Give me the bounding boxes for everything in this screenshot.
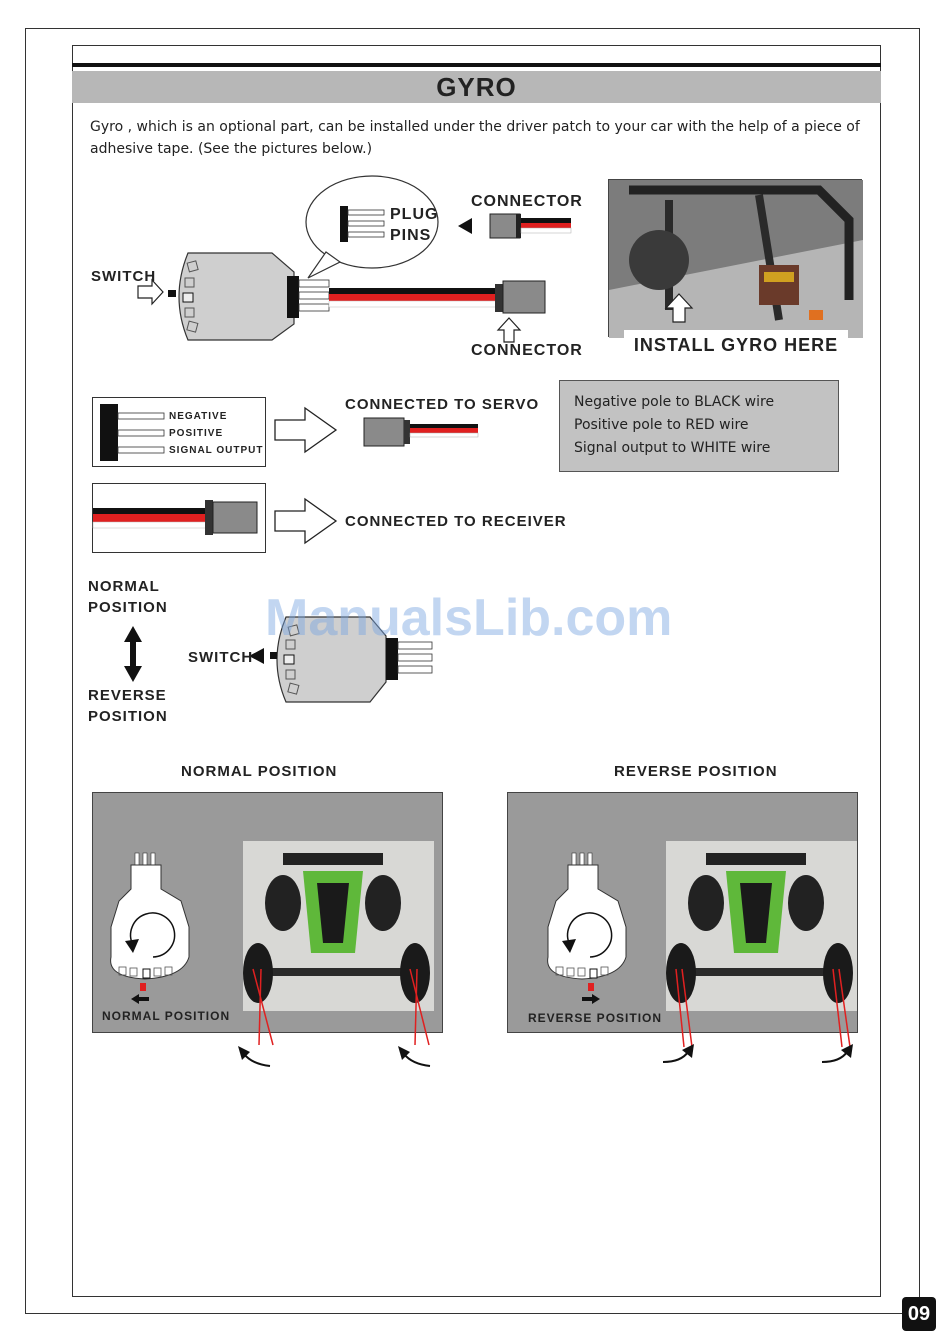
servo-arrow bbox=[274, 406, 338, 454]
wire-info-box: Negative pole to BLACK wire Positive pol… bbox=[559, 380, 839, 472]
receiver-arrow bbox=[274, 497, 338, 545]
reverse-left-curve-arrow bbox=[662, 1051, 689, 1063]
connector-label-bottom: CONNECTOR bbox=[471, 342, 583, 359]
info-line-negative: Negative pole to BLACK wire bbox=[574, 394, 775, 410]
reverse-position-caption: REVERSE POSITION bbox=[528, 1011, 663, 1025]
page-outer-frame bbox=[25, 28, 920, 1314]
install-gyro-label: INSTALL GYRO HERE bbox=[633, 334, 839, 355]
normal-position-heading: NORMAL POSITION bbox=[181, 763, 338, 780]
normal-position-label-1: NORMAL bbox=[88, 578, 160, 595]
page-number: 09 bbox=[902, 1297, 936, 1331]
pin-negative-label: NEGATIVE bbox=[169, 411, 228, 422]
switch-arrow bbox=[137, 278, 164, 306]
pin-signal-label: SIGNAL OUTPUT bbox=[169, 445, 264, 456]
header-rule bbox=[72, 63, 881, 67]
connected-to-receiver-label: CONNECTED TO RECEIVER bbox=[345, 513, 567, 530]
pins-label: PINS bbox=[390, 227, 432, 244]
info-line-positive: Positive pole to RED wire bbox=[574, 417, 749, 433]
pin-legend-box bbox=[92, 397, 266, 467]
connected-to-servo-label: CONNECTED TO SERVO bbox=[345, 396, 540, 413]
normal-position-label-2: POSITION bbox=[88, 599, 168, 616]
reverse-position-panel: REVERSE POSITION bbox=[507, 792, 858, 1048]
switch-label-small: SWITCH bbox=[188, 649, 254, 666]
receiver-wire-box bbox=[92, 483, 266, 553]
switch-label: SWITCH bbox=[91, 268, 157, 285]
page-title: GYRO bbox=[436, 71, 517, 102]
pin-positive-label: POSITIVE bbox=[169, 428, 224, 439]
left-indicator-arrow bbox=[131, 994, 149, 1004]
intro-text: Gyro , which is an optional part, can be… bbox=[90, 119, 860, 157]
double-arrow bbox=[124, 626, 142, 682]
plug-label: PLUG bbox=[390, 206, 439, 223]
connector-arrow bbox=[496, 317, 522, 343]
info-line-signal: Signal output to WHITE wire bbox=[574, 440, 771, 456]
install-gyro-label-box: INSTALL GYRO HERE bbox=[624, 330, 848, 360]
arrow-to-bubble bbox=[458, 218, 472, 234]
reverse-position-label-1: REVERSE bbox=[88, 687, 167, 704]
normal-position-panel: NORMAL POSITION bbox=[92, 792, 443, 1046]
watermark: ManualsLib.com bbox=[265, 589, 673, 647]
gyro-top-view bbox=[110, 864, 190, 980]
switch-arrow-small bbox=[249, 648, 264, 664]
right-indicator-arrow bbox=[582, 994, 600, 1004]
reverse-position-heading: REVERSE POSITION bbox=[614, 763, 778, 780]
connector-label-top: CONNECTOR bbox=[471, 193, 583, 210]
reverse-right-curve-arrow bbox=[821, 1051, 848, 1063]
title-bar: GYRO bbox=[72, 71, 881, 103]
bubble-tail bbox=[307, 251, 342, 279]
normal-left-curve-arrow bbox=[243, 1053, 271, 1067]
page-inner-frame bbox=[72, 45, 881, 1297]
normal-right-curve-arrow bbox=[403, 1053, 431, 1067]
normal-position-caption: NORMAL POSITION bbox=[102, 1009, 231, 1023]
reverse-position-label-2: POSITION bbox=[88, 708, 168, 725]
gyro-top-view-reverse bbox=[547, 864, 627, 980]
install-photo bbox=[608, 179, 863, 338]
